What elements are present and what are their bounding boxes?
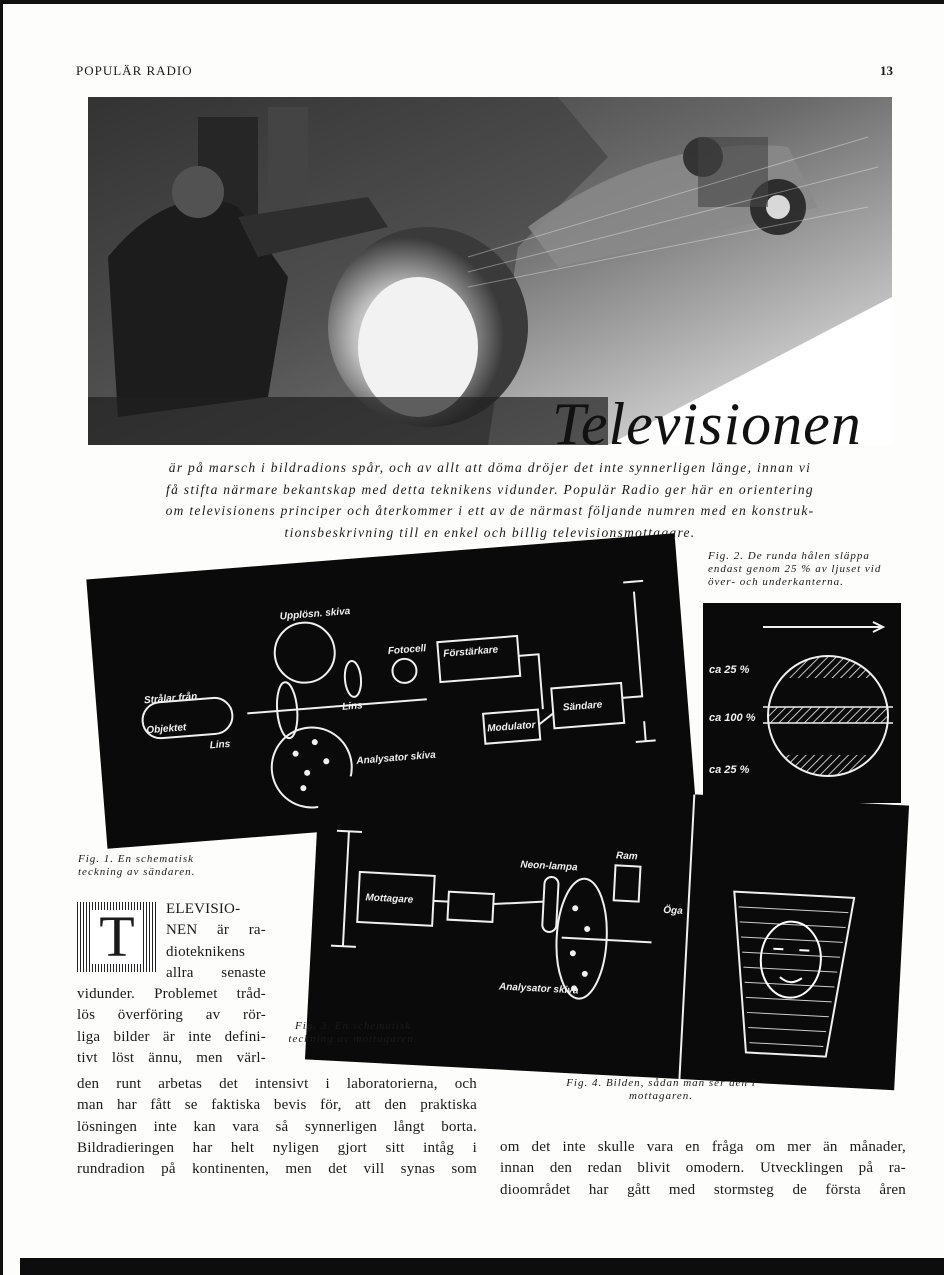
label-stralar: Strålar från <box>144 690 198 706</box>
text-line: tivt löst ännu, men värl- <box>77 1049 266 1066</box>
label-mid-100: ca 100 % <box>709 712 756 724</box>
figure-3-caption: Fig. 3. En schematisk teckning av mottag… <box>288 1020 418 1045</box>
text-line: om det inte skulle vara en fråga om mer … <box>500 1139 906 1155</box>
drop-cap-letter: T <box>91 908 143 966</box>
page-number: 13 <box>880 63 893 78</box>
text-line: NEN är ra- <box>166 922 266 939</box>
label-upplosn: Upplösn. skiva <box>279 606 351 623</box>
article-title: Televisionen <box>552 391 862 457</box>
text-line: lösningen inte kan vara så synnerligen l… <box>77 1118 477 1135</box>
label-fotocell: Fotocell <box>387 643 426 657</box>
label-top-25: ca 25 % <box>709 664 750 676</box>
text-line: Bildradieringen har helt nyligen gjort s… <box>77 1139 477 1156</box>
label-ram: Ram <box>616 850 638 862</box>
text-line: vidunder. Problemet tråd- <box>77 986 266 1002</box>
lead-line: få stifta närmare bekantskap med detta t… <box>166 481 814 497</box>
page-border-left <box>0 0 3 1275</box>
article-lead: är på marsch i bildradions spår, och av … <box>100 457 880 543</box>
text-line: liga bilder är inte defini- <box>77 1028 266 1045</box>
label-objektet: Objektet <box>146 722 187 736</box>
figure-4-caption: Fig. 4. Bilden, sådan man ser den i mott… <box>566 1077 756 1102</box>
label-sandare: Sändare <box>562 699 603 713</box>
article-column-short: ELEVISIO- NEN är ra- dioteknikens allra … <box>166 899 266 984</box>
label-lins-mid: Lins <box>342 700 364 713</box>
figure-2-caption: Fig. 2. De runda hålen släppa endast gen… <box>708 550 882 588</box>
label-oga: Öga <box>663 903 684 917</box>
hero-illustration <box>88 97 892 445</box>
label-neon: Neon-lampa <box>520 859 578 873</box>
label-lins-left: Lins <box>209 739 231 752</box>
label-bottom-25: ca 25 % <box>709 764 750 776</box>
page-border-top <box>0 0 944 4</box>
label-modulator: Modulator <box>487 720 537 735</box>
article-column-right: om det inte skulle vara en fråga om mer … <box>500 1137 906 1201</box>
drop-cap: T <box>77 902 157 972</box>
text-line: innan den redan blivit omodern. Utveckli… <box>500 1160 906 1177</box>
article-column-mid: vidunder. Problemet tråd- lös överföring… <box>77 984 266 1069</box>
text-line: dioområdet har gått med stormsteg de för… <box>500 1181 906 1198</box>
text-line: den runt arbetas det intensivt i laborat… <box>77 1076 477 1092</box>
figure-3-4-receiver-diagram: Mottagare Neon-lampa Ram Analysator skiv… <box>304 774 910 1091</box>
magazine-name: POPULÄR RADIO <box>76 63 193 78</box>
lead-line: är på marsch i bildradions spår, och av … <box>168 460 812 475</box>
label-analysator: Analysator skiva <box>355 750 437 767</box>
figure-1-transmitter-diagram: Strålar från Objektet Lins Upplösn. skiv… <box>86 533 696 849</box>
figure-2-disc-diagram: ca 25 % ca 100 % ca 25 % <box>703 603 901 803</box>
lead-line: tionsbeskrivning till en enkel och billi… <box>284 524 696 540</box>
label-forstarkare: Förstärkare <box>443 644 499 659</box>
text-line: allra senaste <box>166 964 266 981</box>
text-line: lös överföring av rör- <box>77 1007 266 1024</box>
page-border-bottom <box>20 1258 944 1275</box>
text-line: man har fått se faktiska bevis för, att … <box>77 1097 477 1114</box>
label-mottagare: Mottagare <box>365 892 414 906</box>
article-column-left: den runt arbetas det intensivt i laborat… <box>77 1074 477 1180</box>
lead-line: om televisionens principer och återkomme… <box>165 503 815 518</box>
text-line: dioteknikens <box>166 943 246 960</box>
figure-1-caption: Fig. 1. En schematisk teckning av sändar… <box>78 853 196 878</box>
text-line: rundradion på kontinenten, men det vill … <box>77 1161 477 1178</box>
label-analysator-skiva: Analysator skiva <box>498 981 579 996</box>
text-line: ELEVISIO- <box>166 901 241 917</box>
